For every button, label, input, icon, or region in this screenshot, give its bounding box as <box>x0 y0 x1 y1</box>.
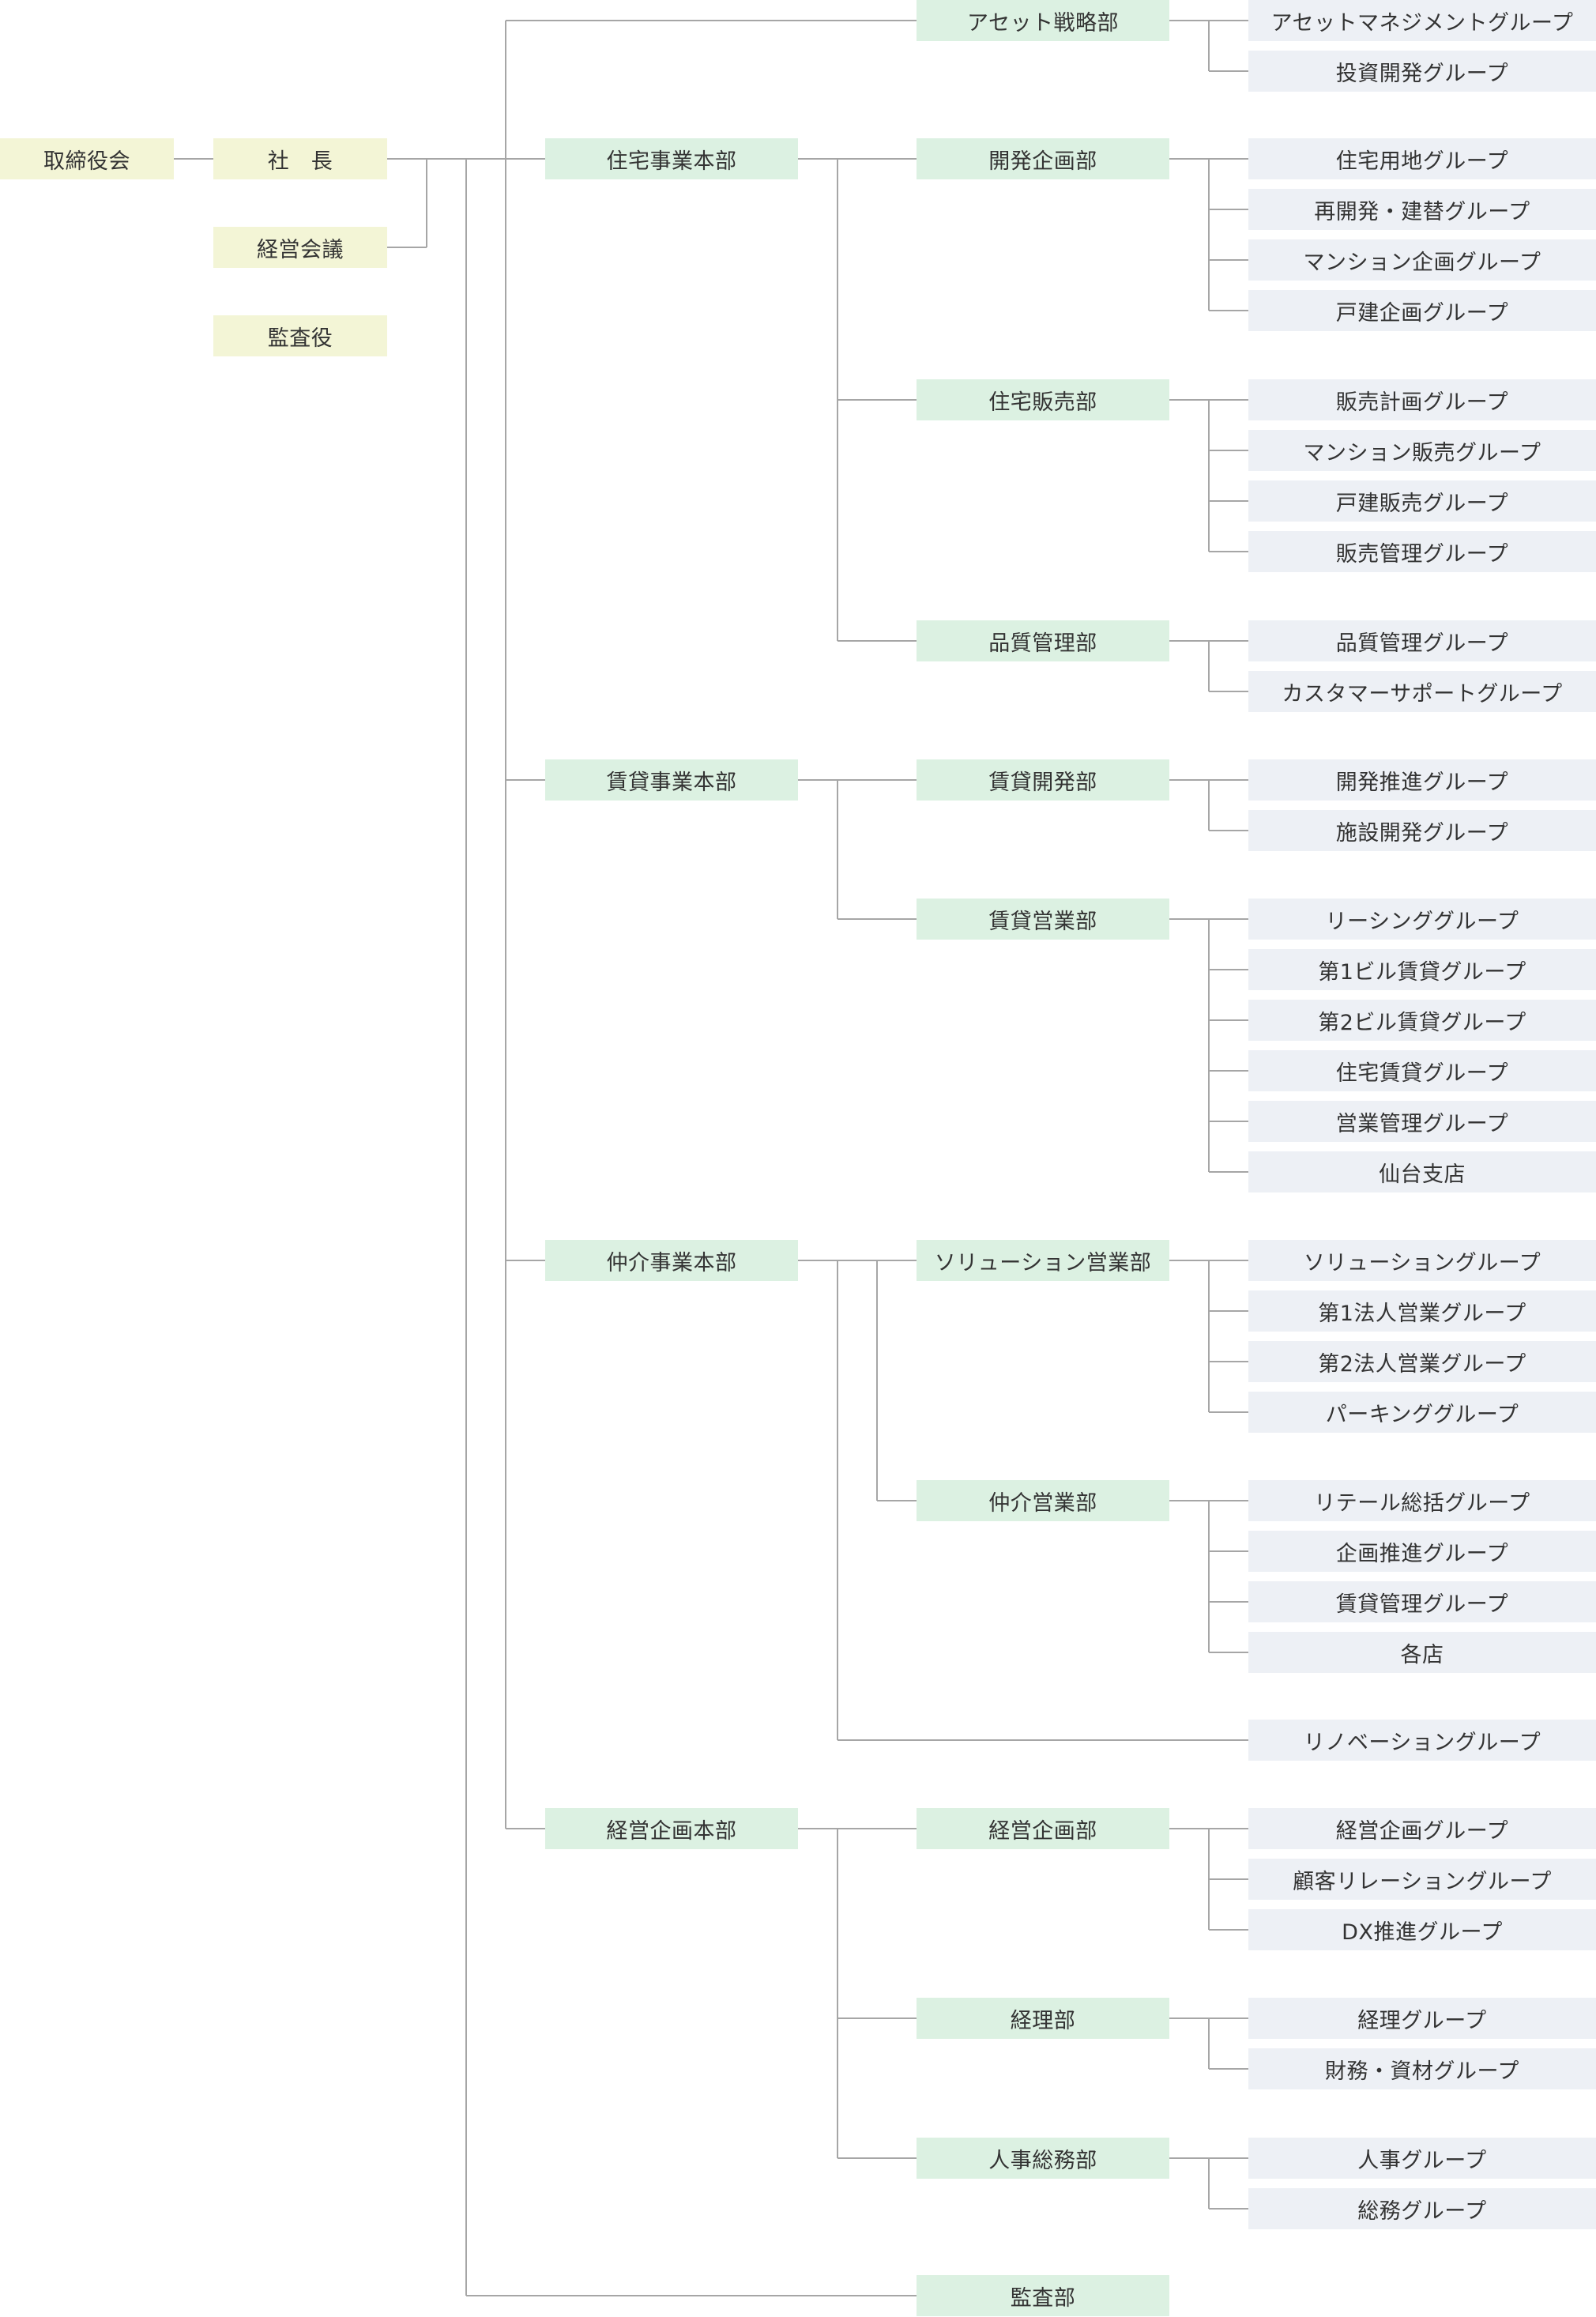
group-box: 開発推進グループ <box>1248 759 1596 801</box>
group-box: 第2ビル賃貸グループ <box>1248 1000 1596 1041</box>
group-box: マンション販売グループ <box>1248 430 1596 471</box>
audit-dept-box: 監査部 <box>917 2275 1169 2316</box>
auditor-box: 監査役 <box>213 315 387 356</box>
group-box: パーキンググループ <box>1248 1392 1596 1433</box>
department-box: ソリューション営業部 <box>917 1240 1169 1281</box>
division-box: 住宅事業本部 <box>545 138 798 179</box>
group-box: 財務・資材グループ <box>1248 2048 1596 2089</box>
group-box: 総務グループ <box>1248 2188 1596 2229</box>
group-box: 人事グループ <box>1248 2138 1596 2179</box>
group-box: 投資開発グループ <box>1248 51 1596 92</box>
management-meeting-box: 経営会議 <box>213 227 387 268</box>
group-box: 賃貸管理グループ <box>1248 1581 1596 1622</box>
group-box: リノベーショングループ <box>1248 1720 1596 1761</box>
department-box: 開発企画部 <box>917 138 1169 179</box>
division-box: 賃貸事業本部 <box>545 759 798 801</box>
department-box: 賃貸開発部 <box>917 759 1169 801</box>
group-box: 各店 <box>1248 1632 1596 1673</box>
group-box: 第1ビル賃貸グループ <box>1248 949 1596 990</box>
division-box: 仲介事業本部 <box>545 1240 798 1281</box>
group-box: 経営企画グループ <box>1248 1808 1596 1849</box>
group-box: 第1法人営業グループ <box>1248 1290 1596 1332</box>
board-box: 取締役会 <box>0 138 174 179</box>
group-box: リーシンググループ <box>1248 899 1596 940</box>
department-box: 品質管理部 <box>917 620 1169 661</box>
group-box: ソリューショングループ <box>1248 1240 1596 1281</box>
group-box: カスタマーサポートグループ <box>1248 671 1596 712</box>
group-box: 経理グループ <box>1248 1998 1596 2039</box>
department-box: 賃貸営業部 <box>917 899 1169 940</box>
group-box: アセットマネジメントグループ <box>1248 0 1596 41</box>
group-box: DX推進グループ <box>1248 1909 1596 1950</box>
group-box: 施設開発グループ <box>1248 810 1596 851</box>
division-box: 経営企画本部 <box>545 1808 798 1849</box>
group-box: 再開発・建替グループ <box>1248 189 1596 230</box>
department-box: 経理部 <box>917 1998 1169 2039</box>
group-box: 販売管理グループ <box>1248 531 1596 572</box>
department-box: 経営企画部 <box>917 1808 1169 1849</box>
group-box: 住宅賃貸グループ <box>1248 1050 1596 1091</box>
group-box: 営業管理グループ <box>1248 1101 1596 1142</box>
department-box: 人事総務部 <box>917 2138 1169 2179</box>
group-box: 品質管理グループ <box>1248 620 1596 661</box>
group-box: マンション企画グループ <box>1248 239 1596 281</box>
group-box: 住宅用地グループ <box>1248 138 1596 179</box>
group-box: 仙台支店 <box>1248 1151 1596 1192</box>
group-box: 販売計画グループ <box>1248 379 1596 420</box>
group-box: 顧客リレーショングループ <box>1248 1859 1596 1900</box>
group-box: リテール総括グループ <box>1248 1480 1596 1521</box>
president-box: 社 長 <box>213 138 387 179</box>
department-box: 住宅販売部 <box>917 379 1169 420</box>
department-box: 仲介営業部 <box>917 1480 1169 1521</box>
group-box: 第2法人営業グループ <box>1248 1341 1596 1382</box>
asset-strategy-dept-box: アセット戦略部 <box>917 0 1169 41</box>
group-box: 戸建企画グループ <box>1248 290 1596 331</box>
group-box: 企画推進グループ <box>1248 1531 1596 1572</box>
group-box: 戸建販売グループ <box>1248 480 1596 522</box>
